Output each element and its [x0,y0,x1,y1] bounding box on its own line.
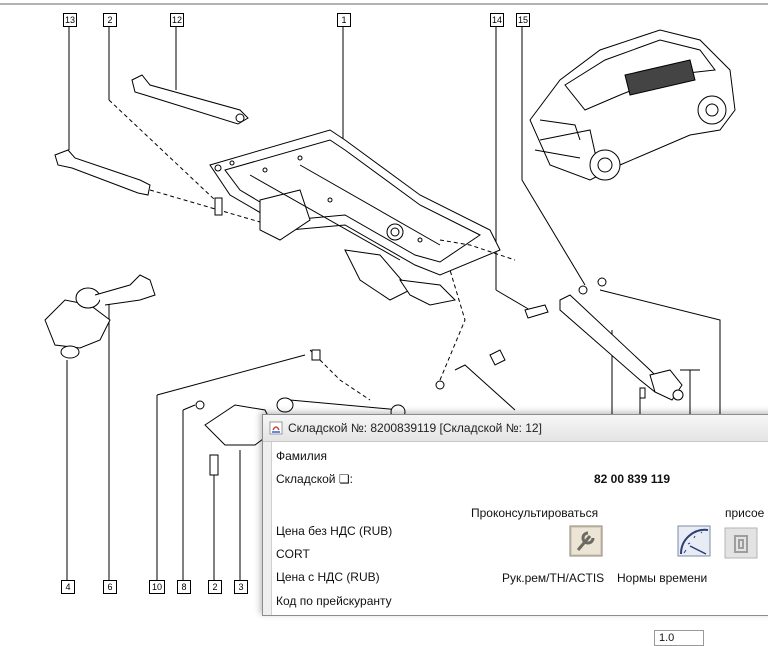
quantity-field[interactable]: 1.0 [654,630,704,646]
part-number-label: Складской ❏: [276,472,353,486]
callout-3: 3 [234,580,248,594]
callout-13: 13 [63,13,77,27]
callout-10: 10 [149,580,165,594]
callout-2-bottom: 2 [208,580,222,594]
surname-label: Фамилия [276,449,327,463]
dialog-title: Складской №: 8200839119 [Складской №: 12… [288,421,542,435]
repair-manual-label[interactable]: Рук.рем/TH/ACTIS [502,571,605,585]
dialog-titlebar[interactable]: Складской №: 8200839119 [Складской №: 12… [263,415,768,442]
time-norms-label[interactable]: Нормы времени [617,571,708,585]
price-list-code-label: Код по прейскуранту [276,594,392,608]
cort-label: CORT [276,547,310,561]
time-norms-icon[interactable] [676,524,712,558]
callout-4: 4 [61,580,75,594]
attach-label: присое [725,506,765,520]
callout-12: 12 [170,13,184,27]
callout-6: 6 [103,580,117,594]
callout-8: 8 [177,580,191,594]
repair-manual-icon[interactable] [568,524,604,558]
callout-15: 15 [516,13,530,27]
price-vat-label: Цена с НДС (RUB) [276,570,380,584]
consult-label: Проконсультироваться [471,506,599,520]
java-app-icon [269,421,283,435]
price-no-vat-label: Цена без НДС (RUB) [276,524,393,538]
dialog-body: Фамилия Складской ❏: 82 00 839 119 Проко… [271,442,768,646]
attach-icon[interactable] [723,526,759,560]
parts-diagram [0,3,768,580]
callout-1: 1 [337,13,351,27]
part-info-dialog: Складской №: 8200839119 [Складской №: 12… [262,414,768,646]
part-number-value: 82 00 839 119 [594,472,671,486]
callout-14: 14 [490,13,504,27]
callout-2-top: 2 [103,13,117,27]
